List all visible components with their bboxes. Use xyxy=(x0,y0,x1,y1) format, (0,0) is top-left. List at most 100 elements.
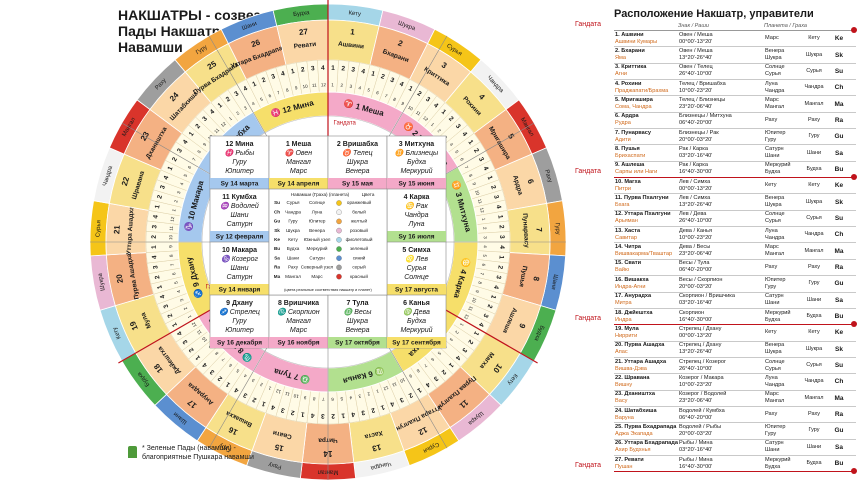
center-legend-planet: Венера xyxy=(309,228,325,233)
sign-box-planet: Солнце xyxy=(404,274,429,281)
lord-label: Кету xyxy=(112,326,122,340)
row-graha: Гуру xyxy=(808,133,820,140)
pada-number: 2 xyxy=(496,265,504,270)
pada-navamsha: 3 xyxy=(483,236,488,239)
pada-navamsha: 9 xyxy=(202,142,208,147)
nakshatra-number: 4 xyxy=(477,92,487,102)
pada-navamsha: 5 xyxy=(454,149,460,154)
row-graha: Гуру xyxy=(808,280,820,287)
pada-number: 2 xyxy=(225,96,232,104)
pada-number: 4 xyxy=(321,65,325,72)
pada-number: 1 xyxy=(379,403,385,411)
sign-box-date: Sy 15 июня xyxy=(398,181,434,188)
row-degrees: 13°20'-26°40' xyxy=(679,202,713,209)
pada-number: 3 xyxy=(360,408,365,416)
pada-navamsha: 2 xyxy=(482,227,487,230)
row-sign: Водолей / Кумбха xyxy=(679,407,725,414)
row-planet: Меркурий xyxy=(765,162,791,169)
row-graha: Чандра xyxy=(804,378,824,385)
pada-navamsha: 9 xyxy=(474,290,480,294)
pada-navamsha: 8 xyxy=(285,87,289,93)
center-legend-code: Ch xyxy=(274,209,280,214)
row-graha: Сурья xyxy=(806,362,822,369)
row-planet: Меркурий xyxy=(765,456,791,463)
center-legend-swatch xyxy=(336,255,342,261)
row-degrees: 03°20'-16°40' xyxy=(679,153,713,160)
pada-number: 2 xyxy=(171,156,179,163)
sign-box-lord: Сурья xyxy=(407,265,427,272)
pada-navamsha: 9 xyxy=(168,245,173,248)
sign-divider xyxy=(378,35,448,154)
pada-number: 4 xyxy=(159,293,167,299)
sign-box-band xyxy=(328,337,387,348)
pada-navamsha: 11 xyxy=(467,305,474,312)
row-nakshatra-name: 9. Ашлеша xyxy=(615,162,645,169)
sign-box-lord: Мангал xyxy=(286,159,311,166)
row-planet: Кету xyxy=(765,329,777,336)
pada-navamsha: 12 xyxy=(321,82,327,87)
pada-number: 2 xyxy=(440,368,448,376)
pada-navamsha: 8 xyxy=(415,368,420,374)
row-planet: Будха xyxy=(765,316,781,323)
sign-box-lord: Шани xyxy=(230,212,248,219)
nakshatra-number: 19 xyxy=(128,319,140,331)
sign-box-rus: ♉ Телец xyxy=(342,148,372,157)
pada-navamsha: 11 xyxy=(391,381,398,388)
row-graha: Шани xyxy=(806,296,822,303)
center-legend-color: красный xyxy=(350,273,368,279)
row-graha: Гуру xyxy=(808,427,820,434)
row-sign: Овен / Телец xyxy=(679,64,713,71)
pada-number: 3 xyxy=(321,412,325,419)
pada-number: 2 xyxy=(489,185,497,191)
pada-number: 3 xyxy=(498,235,505,239)
pada-navamsha: 2 xyxy=(182,306,188,311)
row-graha: Раху xyxy=(807,263,821,270)
row-planet: Чандра xyxy=(765,381,785,388)
row-planet: Шани xyxy=(765,300,780,307)
row-code: Ch xyxy=(834,84,844,92)
row-code: Sk xyxy=(835,345,843,353)
center-legend-color: фиолетовый xyxy=(346,236,373,242)
row-deity: Индра xyxy=(615,316,632,323)
row-deity: Вишвакарма/Тваштар xyxy=(615,251,673,258)
row-planet: Марс xyxy=(765,391,779,398)
pada-number: 4 xyxy=(424,380,431,388)
sign-box-lord: Будха xyxy=(407,317,426,325)
row-degrees: 26°40'-10°00' xyxy=(679,365,713,372)
row-planet: Шани xyxy=(765,153,780,160)
pada-navamsha: 6 xyxy=(430,357,436,363)
center-legend-title: Навамши (Граха) (планета) xyxy=(291,192,350,197)
row-nakshatra-name: 3. Криттика xyxy=(615,64,647,71)
row-code: Su xyxy=(834,362,844,370)
center-legend-planet: Солнце xyxy=(309,200,326,205)
sign-box-title: 7 Тула xyxy=(347,300,369,307)
pada-number: 3 xyxy=(162,303,170,309)
center-legend-color: оранжевый xyxy=(347,199,372,205)
pada-number: 4 xyxy=(432,102,439,110)
pada-navamsha: 10 xyxy=(399,377,406,384)
row-nakshatra-name: 11. Пурва Пхалгуни xyxy=(615,195,669,202)
row-planet: Шукра xyxy=(765,55,782,62)
pada-number: 4 xyxy=(361,68,366,76)
row-nakshatra-name: 5. Мригашира xyxy=(615,97,653,104)
center-legend-color-header: Цвета xyxy=(362,192,375,197)
pada-number: 1 xyxy=(290,68,295,76)
center-legend-swatch xyxy=(336,237,342,243)
row-planet: Сатурн xyxy=(765,293,784,300)
pada-navamsha: 10 xyxy=(474,189,480,196)
row-deity: Праджапати/Брахма xyxy=(615,87,669,94)
row-graha: Чандра xyxy=(804,231,824,238)
